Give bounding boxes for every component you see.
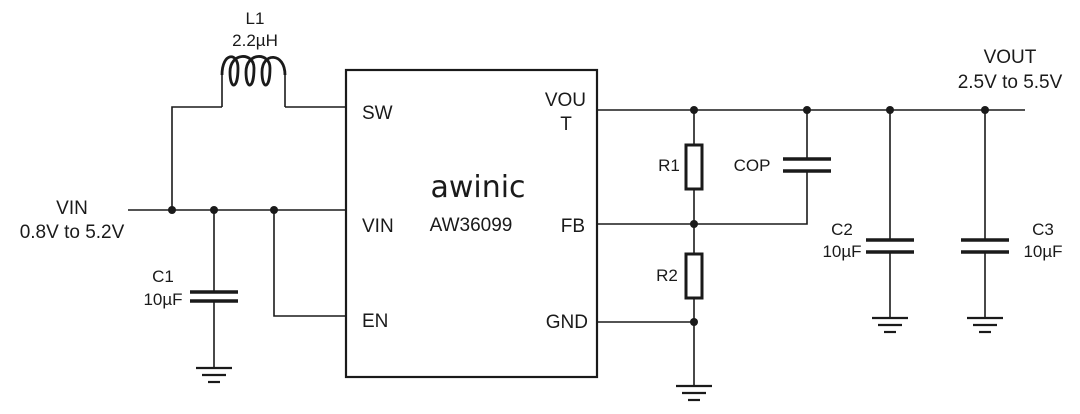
r1-ref: R1 bbox=[658, 156, 680, 175]
c2-ref: C2 bbox=[831, 220, 853, 239]
ground-symbol bbox=[872, 316, 908, 334]
pin-fb: FB bbox=[561, 216, 585, 237]
ground-symbol bbox=[676, 384, 712, 402]
pin-vin: VIN bbox=[362, 216, 394, 237]
pin-vout-line1: VOU bbox=[545, 90, 586, 111]
vout-range: 2.5V to 5.5V bbox=[958, 72, 1063, 93]
resistor-r1 bbox=[684, 143, 704, 191]
chip-body bbox=[344, 68, 599, 379]
vout-label: VOUT bbox=[984, 47, 1037, 68]
inductor-value: 2.2µH bbox=[232, 31, 278, 50]
vin-label: VIN bbox=[56, 198, 88, 219]
junction-dot bbox=[981, 106, 989, 114]
capacitor-cop bbox=[783, 157, 831, 173]
junction-dot bbox=[690, 220, 698, 228]
junction-dot bbox=[886, 106, 894, 114]
c3-value: 10µF bbox=[1023, 242, 1062, 261]
c1-value: 10µF bbox=[143, 290, 182, 309]
capacitor-c3 bbox=[961, 238, 1009, 254]
pin-en: EN bbox=[362, 311, 388, 332]
cop-ref: COP bbox=[734, 156, 771, 175]
inductor-l1 bbox=[220, 55, 287, 107]
pin-vout-line2: T bbox=[560, 114, 572, 135]
junction-dot bbox=[690, 106, 698, 114]
input-wires bbox=[128, 106, 346, 368]
brand-logo: awinic bbox=[430, 170, 525, 205]
r2-ref: R2 bbox=[656, 266, 678, 285]
junction-dot bbox=[210, 206, 218, 214]
pin-gnd: GND bbox=[546, 312, 588, 333]
ground-symbol bbox=[196, 366, 232, 384]
ground-symbol bbox=[967, 316, 1003, 334]
junction-dot bbox=[168, 206, 176, 214]
junction-dot bbox=[270, 206, 278, 214]
inductor-ref: L1 bbox=[246, 9, 265, 28]
capacitor-c1 bbox=[190, 290, 238, 303]
chip-part-number: AW36099 bbox=[430, 215, 513, 236]
c3-ref: C3 bbox=[1032, 220, 1054, 239]
junction-dot bbox=[690, 318, 698, 326]
vin-range: 0.8V to 5.2V bbox=[20, 222, 125, 243]
junction-dot bbox=[803, 106, 811, 114]
c2-value: 10µF bbox=[822, 242, 861, 261]
c1-ref: C1 bbox=[152, 267, 174, 286]
resistor-r2 bbox=[684, 252, 704, 300]
capacitor-c2 bbox=[866, 238, 914, 254]
output-wires bbox=[597, 109, 1025, 386]
pin-sw: SW bbox=[362, 103, 393, 124]
